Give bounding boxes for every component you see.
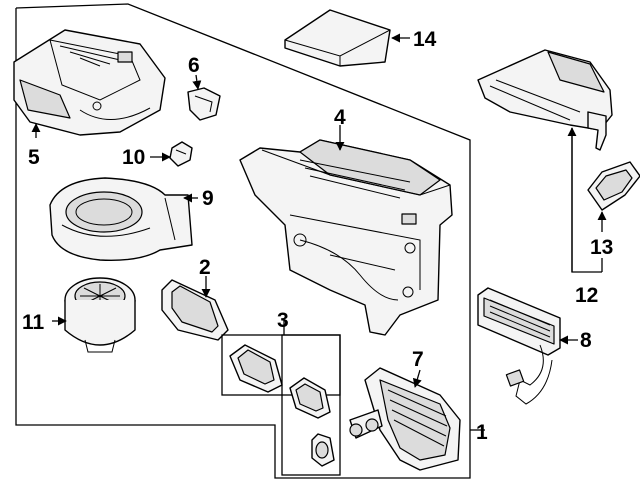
part-9-lower-housing xyxy=(49,177,193,261)
callout-2: 2 xyxy=(199,256,211,279)
leader-6 xyxy=(192,74,202,90)
part-5-upper-housing xyxy=(13,29,166,136)
part-10-clip xyxy=(169,141,193,167)
callout-11: 11 xyxy=(22,311,45,334)
leader-7 xyxy=(412,369,422,388)
part-8-evaporator xyxy=(477,287,561,405)
part-14-cover xyxy=(284,9,391,67)
callout-10: 10 xyxy=(122,146,145,169)
part-3-box-lower xyxy=(281,334,341,476)
callout-8: 8 xyxy=(580,329,592,352)
callout-6: 6 xyxy=(188,54,200,77)
callout-1: 1 xyxy=(476,421,488,444)
assembly-frame xyxy=(15,3,471,479)
part-6-clip xyxy=(187,87,221,121)
callout-9: 9 xyxy=(202,187,214,210)
part-12-duct xyxy=(477,49,613,151)
callout-7: 7 xyxy=(412,348,424,371)
callout-4: 4 xyxy=(334,106,346,129)
part-3-seals xyxy=(229,344,335,467)
part-11-blower-motor xyxy=(64,277,136,353)
callout-5: 5 xyxy=(28,146,40,169)
part-4-hvac-case xyxy=(239,139,453,336)
callout-13: 13 xyxy=(590,236,613,259)
callout-14: 14 xyxy=(413,28,437,51)
part-13-seal xyxy=(587,161,640,211)
callout-3: 3 xyxy=(277,309,289,332)
part-7-heater-core xyxy=(349,367,461,471)
part-2-seal xyxy=(161,279,229,341)
callout-12: 12 xyxy=(575,284,598,307)
